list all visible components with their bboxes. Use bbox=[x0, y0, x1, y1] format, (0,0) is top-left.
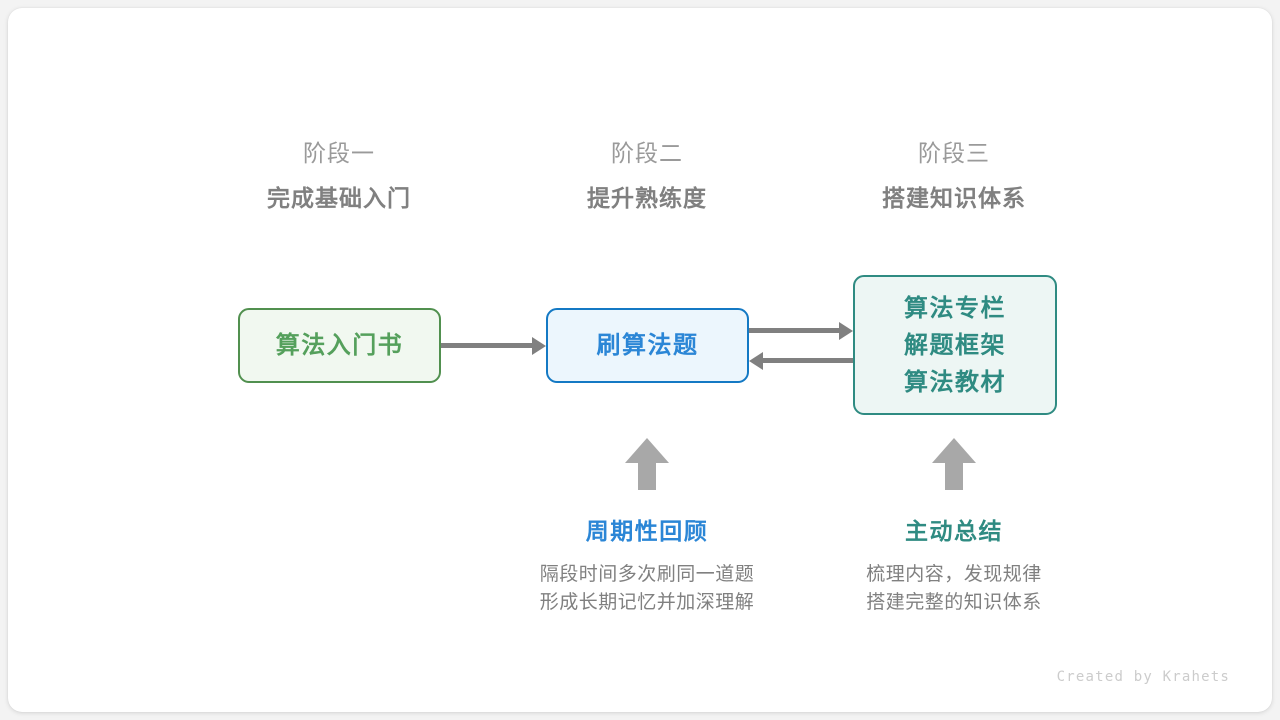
annotation-description: 梳理内容，发现规律 搭建完整的知识体系 bbox=[794, 561, 1114, 617]
stage-header-1: 阶段一 完成基础入门 bbox=[209, 138, 469, 213]
stage-number: 阶段一 bbox=[303, 140, 375, 166]
arrow-shaft bbox=[945, 462, 963, 490]
arrow-up-icon-review bbox=[625, 438, 669, 490]
arrow-head bbox=[839, 321, 853, 340]
stage-header-2: 阶段二 提升熟练度 bbox=[517, 138, 777, 213]
stage-title: 提升熟练度 bbox=[587, 185, 707, 211]
arrow-head bbox=[932, 438, 976, 463]
arrow-shaft bbox=[638, 462, 656, 490]
annotation-description-line: 梳理内容，发现规律 bbox=[866, 564, 1042, 585]
arrow-head bbox=[625, 438, 669, 463]
node-label: 刷算法题 bbox=[596, 332, 699, 359]
annotation-description-line: 形成长期记忆并加深理解 bbox=[539, 592, 755, 613]
node-practice-problems[interactable]: 刷算法题 bbox=[546, 308, 749, 383]
node-label: 算法入门书 bbox=[275, 332, 404, 359]
annotation-title: 周期性回顾 bbox=[585, 518, 709, 544]
arrow-head bbox=[749, 351, 763, 370]
arrow-up-icon-summary bbox=[932, 438, 976, 490]
arrow-left-icon-resources-to-practice bbox=[749, 351, 853, 370]
node-label: 解题框架 bbox=[904, 331, 1006, 359]
credit-text: Created by Krahets bbox=[1056, 669, 1230, 685]
annotation-description: 隔段时间多次刷同一道题 形成长期记忆并加深理解 bbox=[487, 561, 807, 617]
arrow-right-icon-practice-to-resources bbox=[749, 321, 853, 340]
annotation-title: 主动总结 bbox=[905, 518, 1003, 544]
arrow-head bbox=[532, 336, 546, 355]
diagram-card: 阶段一 完成基础入门 阶段二 提升熟练度 阶段三 搭建知识体系 算法入门书 刷算… bbox=[8, 8, 1272, 712]
arrow-shaft bbox=[441, 343, 534, 348]
annotation-description-line: 搭建完整的知识体系 bbox=[866, 592, 1042, 613]
arrow-shaft bbox=[761, 358, 853, 363]
arrow-right-icon-book-to-practice bbox=[441, 336, 546, 355]
arrow-shaft bbox=[749, 328, 841, 333]
stage-header-3: 阶段三 搭建知识体系 bbox=[824, 138, 1084, 213]
stage-number: 阶段三 bbox=[918, 140, 990, 166]
stage-title: 完成基础入门 bbox=[267, 185, 411, 211]
node-label: 算法专栏 bbox=[904, 294, 1006, 322]
stage-number: 阶段二 bbox=[611, 140, 683, 166]
node-learning-resources[interactable]: 算法专栏 解题框架 算法教材 bbox=[853, 275, 1057, 415]
annotation-active-summary: 主动总结 梳理内容，发现规律 搭建完整的知识体系 bbox=[794, 515, 1114, 617]
annotation-description-line: 隔段时间多次刷同一道题 bbox=[539, 564, 755, 585]
node-label: 算法教材 bbox=[904, 368, 1006, 396]
annotation-periodic-review: 周期性回顾 隔段时间多次刷同一道题 形成长期记忆并加深理解 bbox=[487, 515, 807, 617]
stage-title: 搭建知识体系 bbox=[882, 185, 1026, 211]
node-algorithm-intro-book[interactable]: 算法入门书 bbox=[238, 308, 441, 383]
